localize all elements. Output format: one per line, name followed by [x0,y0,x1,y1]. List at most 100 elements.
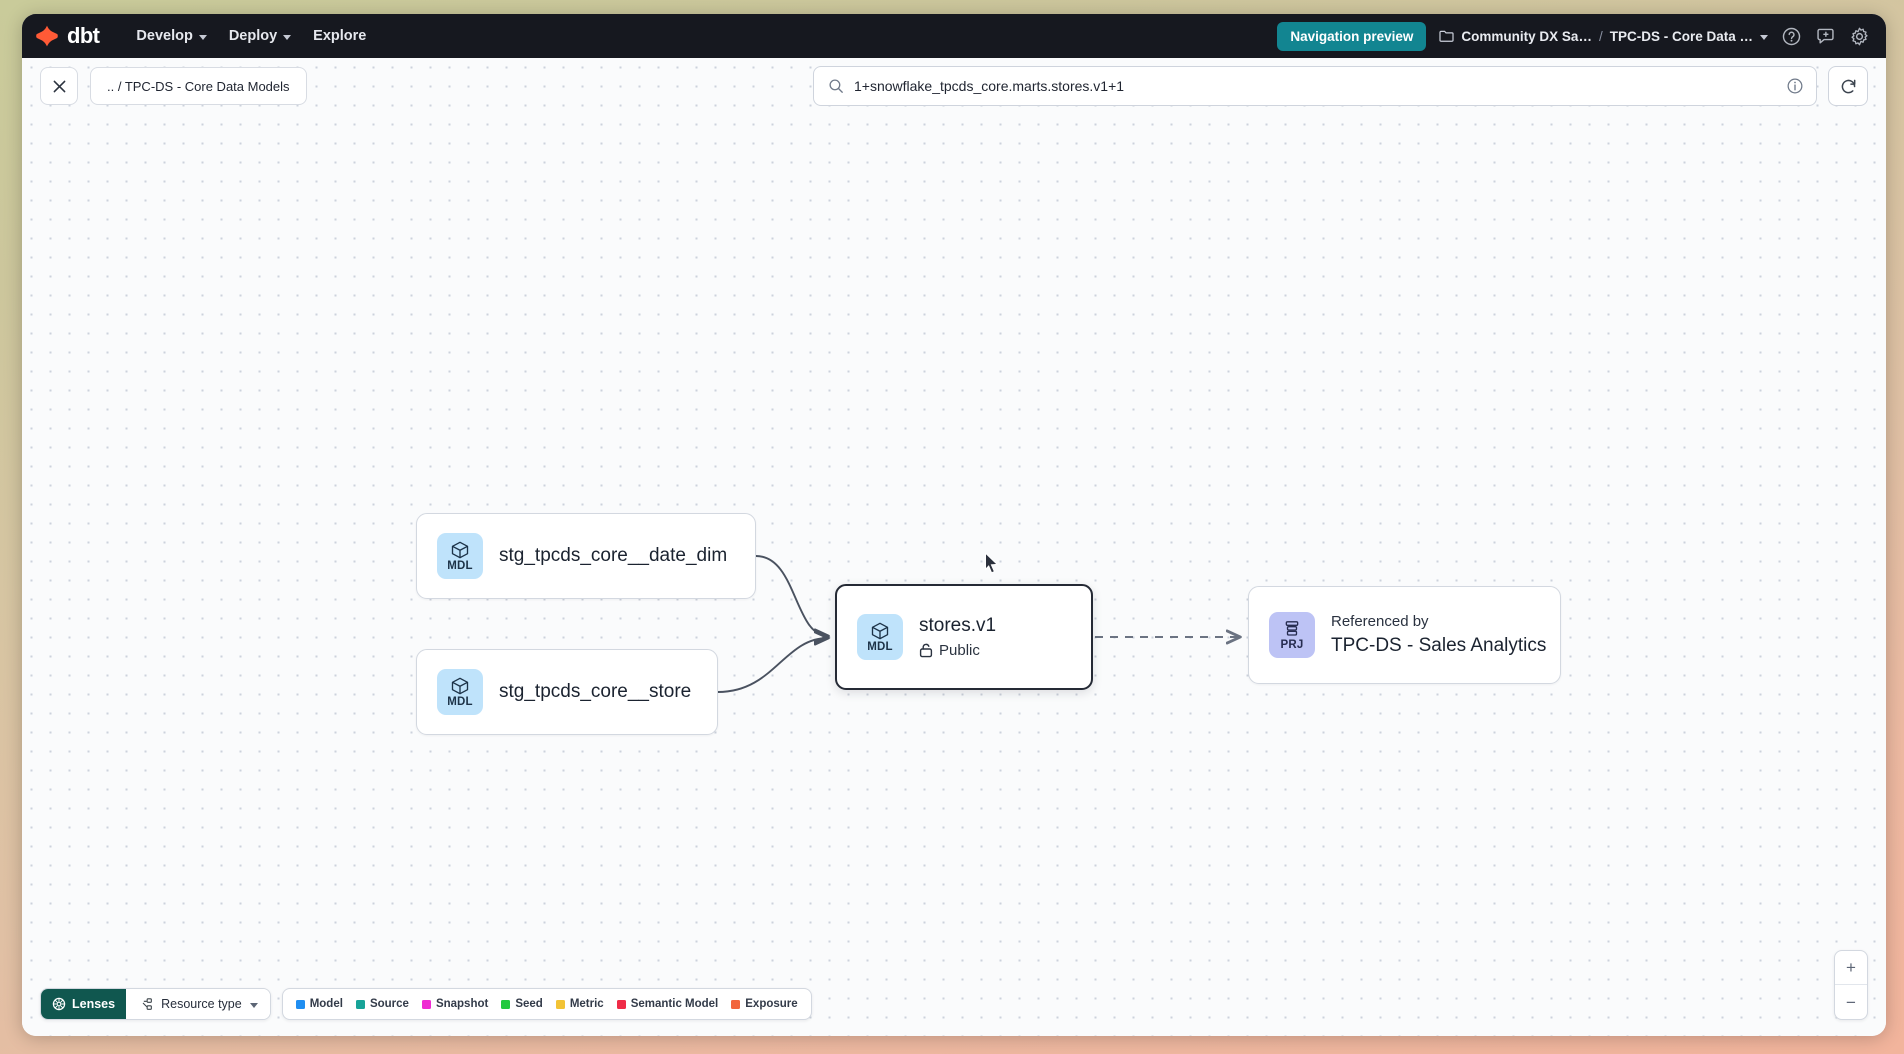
legend-label: Semantic Model [630,998,719,1010]
node-title: TPC-DS - Sales Analytics [1331,635,1547,657]
legend-label: Model [309,998,343,1010]
project-breadcrumb-button[interactable]: .. / TPC-DS - Core Data Models [90,67,307,105]
nav-item-deploy-label: Deploy [228,28,278,44]
node-body: stores.v1 Public [919,615,996,659]
zoom-out-button[interactable]: − [1846,992,1856,1012]
node-type-badge-label: MDL [447,559,473,572]
cube-icon [451,677,469,695]
dbt-wordmark: dbt [67,23,100,48]
edge-date-dim-to-stores [755,555,828,636]
graph-bottom-toolbar: Lenses Resource type [40,988,812,1020]
node-type-badge-mdl: MDL [437,533,483,579]
legend-swatch [555,999,565,1009]
nav-item-explore[interactable]: Explore [302,22,377,50]
resource-type-dropdown[interactable]: Resource type [126,989,270,1019]
search-icon [829,79,843,93]
node-title: stg_tpcds_core__date_dim [499,545,728,567]
legend-swatch [295,999,305,1009]
lineage-edges [717,555,1886,693]
help-icon[interactable] [1781,26,1802,47]
folder-icon [1439,30,1455,42]
node-type-badge-mdl: MDL [437,669,483,715]
account-project-breadcrumb[interactable]: Community DX Sa… / TPC-DS - Core Data … [1439,29,1768,44]
close-button[interactable] [40,67,78,105]
edge-store-to-stores [717,638,828,693]
feedback-icon[interactable] [1815,26,1836,47]
top-navigation-bar: dbt Develop Deploy Explore Navigation pr… [22,14,1886,58]
node-subtitle: Referenced by [1331,612,1429,630]
search-input[interactable] [854,78,1776,94]
chevron-down-icon[interactable] [1760,34,1768,40]
graph-node-stg-tpcds-core-store[interactable]: MDL stg_tpcds_core__store [416,649,718,735]
legend-item-snapshot[interactable]: Snapshot [421,998,489,1010]
zoom-controls: + − [1834,950,1868,1020]
dbt-logo-icon [36,25,58,47]
resource-type-label: Resource type [161,997,242,1011]
legend-label: Source [369,998,409,1010]
node-access-label: Public [939,641,980,659]
legend-swatch [616,999,626,1009]
close-icon [53,80,65,92]
legend-swatch [731,999,741,1009]
graph-node-stores-v1[interactable]: MDL stores.v1 Public [835,584,1093,690]
node-type-badge-label: MDL [867,640,893,653]
node-title: stg_tpcds_core__store [499,681,692,703]
search-area [813,66,1868,106]
nav-item-deploy[interactable]: Deploy [218,22,302,50]
project-stack-icon [1285,620,1299,636]
legend-item-source[interactable]: Source [355,998,409,1010]
node-type-badge-mdl: MDL [857,614,903,660]
breadcrumb-account[interactable]: Community DX Sa… [1461,28,1592,44]
resource-graph-icon [142,997,152,1010]
graph-node-stg-tpcds-core-date-dim[interactable]: MDL stg_tpcds_core__date_dim [416,513,756,599]
browser-window: dbt Develop Deploy Explore Navigation pr… [22,14,1886,1036]
lenses-button[interactable]: Lenses [41,989,127,1019]
chevron-down-icon [249,1002,258,1008]
node-title: stores.v1 [919,614,997,636]
graph-node-referenced-by-project[interactable]: PRJ Referenced by TPC-DS - Sales Analyti… [1248,586,1561,684]
breadcrumb-separator: / [1598,28,1603,44]
lenses-label: Lenses [72,997,116,1011]
legend-swatch [421,999,431,1009]
resource-type-legend: Model Source Snapshot Seed [281,988,812,1020]
legend-item-exposure[interactable]: Exposure [731,998,798,1010]
unlock-icon [919,644,933,658]
top-navigation-right: Navigation preview Community DX Sa… / TP… [1277,21,1870,51]
selector-search-box[interactable] [813,66,1817,106]
legend-item-model[interactable]: Model [295,998,343,1010]
legend-label: Exposure [745,998,798,1010]
breadcrumb-project[interactable]: TPC-DS - Core Data … [1609,28,1753,44]
nav-item-develop[interactable]: Develop [125,22,217,50]
node-type-badge-label: MDL [447,695,473,708]
lens-control-group: Lenses Resource type [40,988,271,1020]
legend-item-metric[interactable]: Metric [555,998,604,1010]
legend-item-semantic-model[interactable]: Semantic Model [616,998,719,1010]
dbt-logo[interactable]: dbt [34,23,100,49]
explore-subheader: .. / TPC-DS - Core Data Models [22,58,1886,114]
lens-icon [52,997,66,1011]
cube-icon [451,541,469,559]
info-icon[interactable] [1786,77,1804,95]
nav-item-explore-label: Explore [313,28,367,44]
legend-label: Snapshot [435,998,489,1010]
refresh-button[interactable] [1828,66,1868,106]
node-type-badge-prj: PRJ [1269,612,1315,658]
settings-icon[interactable] [1849,26,1870,47]
node-type-badge-label: PRJ [1280,638,1304,651]
mouse-cursor [985,552,999,574]
refresh-icon [1841,79,1855,93]
chevron-down-icon [283,34,292,40]
node-body: stg_tpcds_core__store [499,681,691,703]
node-access-level: Public [919,642,996,659]
legend-label: Seed [515,998,543,1010]
legend-item-seed[interactable]: Seed [501,998,543,1010]
legend-swatch [355,999,365,1009]
chevron-down-icon [198,34,207,40]
cube-icon [871,622,889,640]
navigation-preview-badge[interactable]: Navigation preview [1277,21,1427,51]
zoom-in-button[interactable]: + [1835,951,1867,985]
node-body: stg_tpcds_core__date_dim [499,545,727,567]
lineage-graph-canvas[interactable]: MDL stg_tpcds_core__date_dim MDL stg_tpc… [22,58,1886,1036]
node-body: Referenced by TPC-DS - Sales Analytics [1331,612,1547,657]
